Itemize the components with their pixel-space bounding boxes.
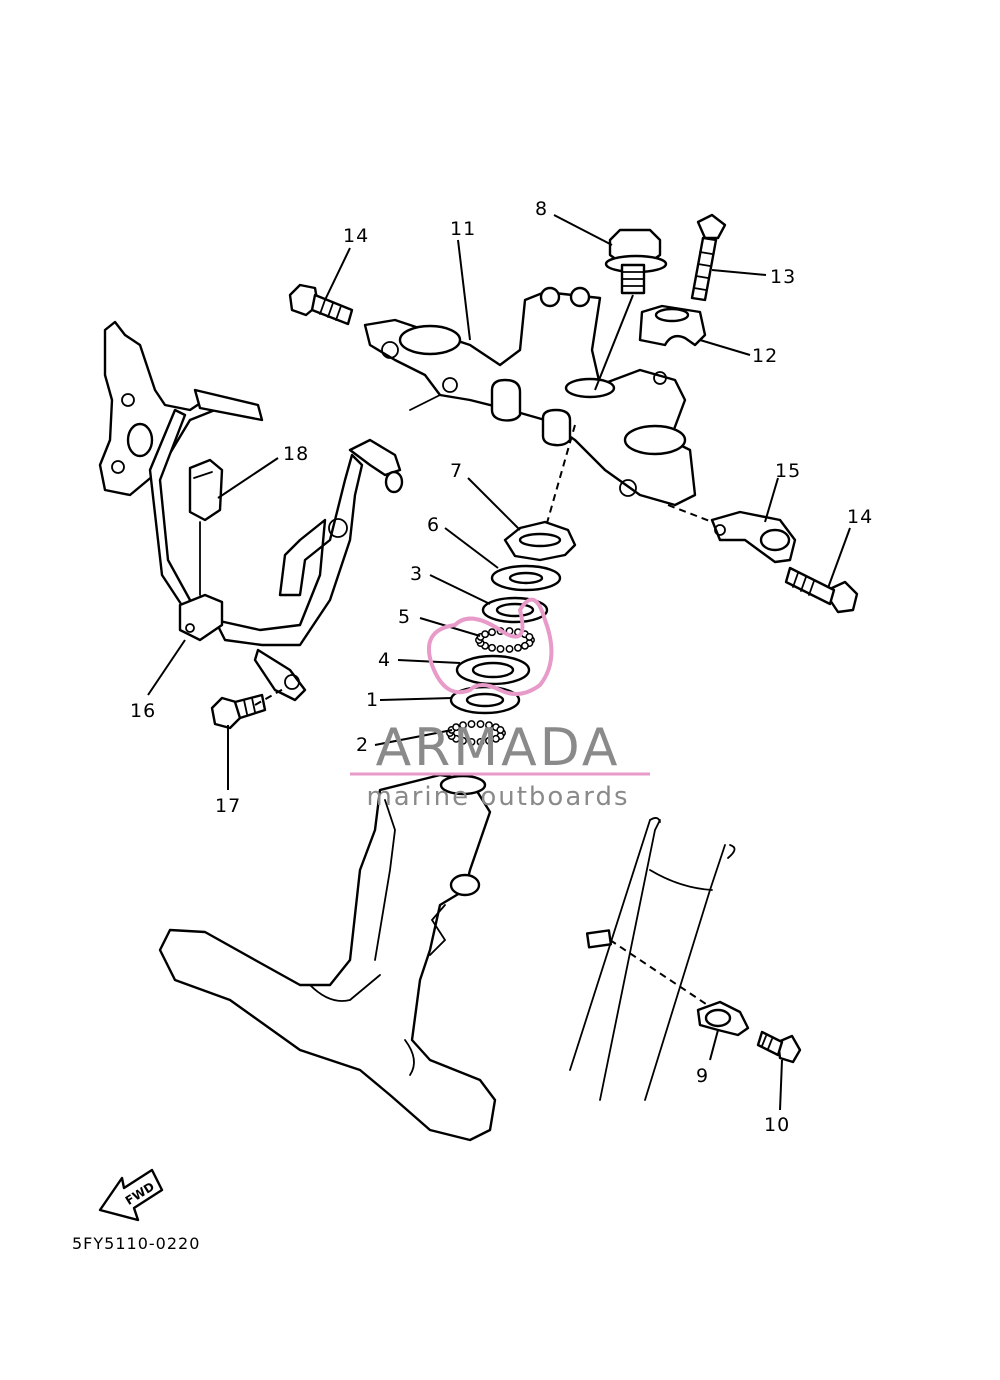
callout-12: 12 xyxy=(752,345,778,367)
bearing-ball xyxy=(525,632,534,641)
callout-11: 11 xyxy=(450,218,476,240)
ball-bearing-2 xyxy=(446,720,506,746)
bolt-10 xyxy=(756,1030,802,1064)
callout-16: 16 xyxy=(130,700,156,722)
cable-holder-15 xyxy=(710,510,797,564)
callout-17: 17 xyxy=(215,795,241,817)
callout-labels: 14 11 8 13 12 18 15 14 7 6 3 5 4 1 2 16 … xyxy=(130,198,873,1136)
callout-10: 10 xyxy=(764,1114,790,1136)
handlebar-cap-12 xyxy=(638,304,707,347)
bearing-ball xyxy=(496,725,505,734)
bearing-ball xyxy=(467,737,476,746)
watermark-logo-swirl xyxy=(426,597,554,696)
bolt-14-left xyxy=(288,283,354,326)
ring-nut-7 xyxy=(503,520,577,562)
bearing-race-1 xyxy=(449,685,521,715)
callout-4: 4 xyxy=(378,649,391,671)
bearing-ball xyxy=(491,734,500,743)
clamp-9 xyxy=(696,1000,750,1037)
bearing-ball xyxy=(514,643,522,652)
bearing-ball xyxy=(488,628,496,637)
bolt-17 xyxy=(210,693,267,730)
callout-3: 3 xyxy=(410,563,423,585)
bearing-ball xyxy=(481,630,490,639)
diagram-code: 5FY5110-0220 xyxy=(72,1234,200,1253)
callout-7: 7 xyxy=(450,460,463,482)
bearing-race-3 xyxy=(481,596,549,624)
bearing-ball xyxy=(505,644,514,653)
bearing-ball xyxy=(452,723,461,732)
callout-9: 9 xyxy=(696,1065,709,1087)
bearing-ball xyxy=(467,720,476,729)
callout-6: 6 xyxy=(427,514,440,536)
bearing-ball xyxy=(459,736,467,745)
bolt-8 xyxy=(594,228,668,391)
callout-8: 8 xyxy=(535,198,548,220)
bearing-ball xyxy=(476,720,485,729)
callout-14-left: 14 xyxy=(343,225,369,247)
watermark-brand: ARMADA xyxy=(376,718,621,778)
armada-watermark: ARMADA marine outboards xyxy=(350,597,650,812)
callout-2: 2 xyxy=(356,734,369,756)
callout-18: 18 xyxy=(283,443,309,465)
leader-lines xyxy=(147,214,851,1111)
upper-bracket xyxy=(363,286,721,531)
bearing-ball xyxy=(485,721,493,730)
callout-14-right: 14 xyxy=(847,506,873,528)
callout-5: 5 xyxy=(398,606,411,628)
bearing-ball xyxy=(476,737,485,746)
watermark-tagline: marine outboards xyxy=(366,782,629,812)
bearing-race-4 xyxy=(455,654,531,686)
bearing-ball xyxy=(496,644,505,653)
callout-15: 15 xyxy=(775,460,801,482)
washer-6 xyxy=(490,564,562,592)
bearing-ball xyxy=(520,641,529,650)
bearing-ball xyxy=(459,721,467,730)
bearing-ball xyxy=(488,643,496,652)
fwd-arrow-icon: FWD xyxy=(98,1168,164,1222)
pad-18 xyxy=(188,458,224,596)
bolt-13 xyxy=(690,213,727,302)
lower-bracket-stem xyxy=(158,773,497,1142)
footrest-bracket xyxy=(98,320,404,702)
bearing-ball xyxy=(485,736,493,745)
bolt-14-right xyxy=(784,566,859,614)
callout-1: 1 xyxy=(366,689,379,711)
fork-tube xyxy=(569,817,736,1101)
callout-13: 13 xyxy=(770,266,796,288)
